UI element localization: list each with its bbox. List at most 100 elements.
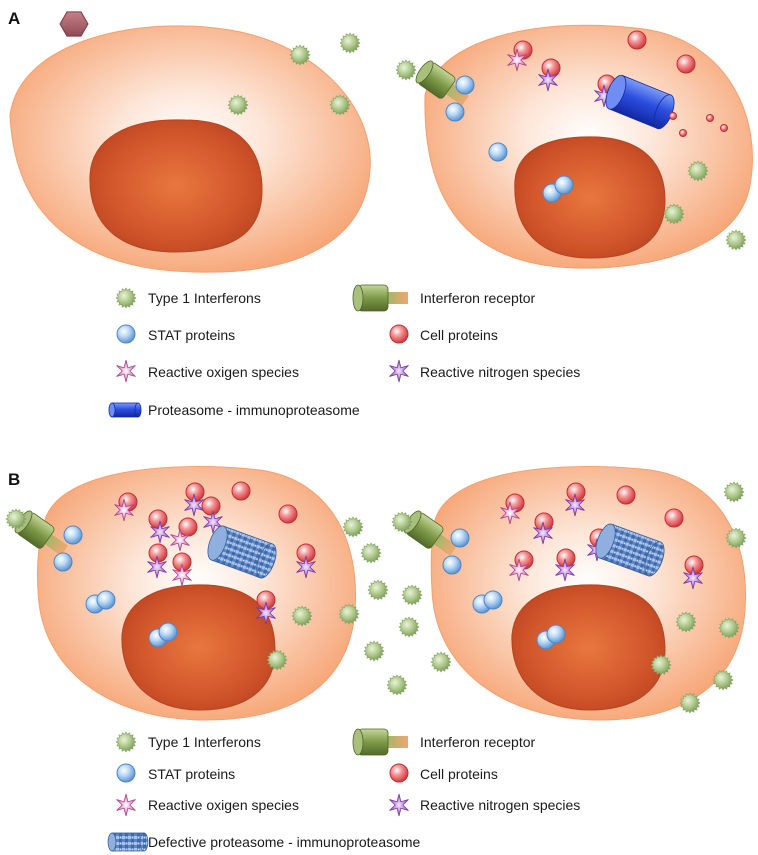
interferon-icon <box>266 649 288 671</box>
legend-b-receptor-label: Interferon receptor <box>420 734 536 750</box>
cell-protein-fragment-icon <box>679 129 687 137</box>
stat-protein-icon <box>96 590 116 610</box>
legend-a-ros-label: Reactive oxigen species <box>148 364 299 380</box>
interferon-icon <box>329 94 351 116</box>
legend-a-rns-label: Reactive nitrogen species <box>420 364 581 380</box>
defective-proteasome-icon <box>207 525 277 579</box>
interferon-icon <box>395 59 417 81</box>
ros-icon <box>507 48 527 72</box>
stat-protein-icon <box>63 525 83 545</box>
rns-icon <box>533 521 553 545</box>
rns-icon <box>565 493 585 517</box>
stat-protein-icon <box>483 590 503 610</box>
stat-protein-icon <box>445 102 465 122</box>
rns-icon <box>150 520 170 544</box>
interferon-icon <box>291 605 313 627</box>
rns-icon <box>184 493 204 517</box>
legend-a-cell-proteins-label: Cell proteins <box>420 327 498 343</box>
interferon-icon <box>342 516 364 538</box>
legend-b-defective-proteasome-icon <box>107 832 149 852</box>
nucleus <box>511 584 666 711</box>
interferon-icon <box>391 511 413 533</box>
legend-icons-layer <box>107 284 409 852</box>
defective-proteasome-icon <box>595 523 665 577</box>
cells-layer <box>9 24 753 721</box>
interferon-icon <box>687 160 709 182</box>
cell-a-right <box>424 24 753 269</box>
legend-cell-protein-icon <box>389 324 409 344</box>
interferon-icon <box>289 44 311 66</box>
ros-icon <box>170 528 190 552</box>
rns-icon <box>538 68 558 92</box>
legend-rns-icon <box>389 359 409 383</box>
cell-protein-icon <box>178 517 198 537</box>
cell-a-left <box>9 25 371 273</box>
nucleus <box>514 136 666 259</box>
legend-a-proteasome-label: Proteasome - immunoproteasome <box>148 402 360 418</box>
interferon-icon <box>663 203 685 225</box>
rns-icon <box>147 555 167 579</box>
interferon-receptor-icon <box>415 60 469 106</box>
stat-protein-icon <box>158 622 178 642</box>
ros-icon <box>172 563 192 587</box>
cell-protein-icon <box>148 509 168 529</box>
cell-protein-icon <box>231 481 251 501</box>
legend-b-rns-label: Reactive nitrogen species <box>420 797 581 813</box>
rns-icon <box>203 510 223 534</box>
legend-a-interferons-label: Type 1 Interferons <box>148 290 261 306</box>
stat-protein-icon <box>488 142 508 162</box>
stat-protein-icon <box>442 555 462 575</box>
ros-icon <box>509 558 529 582</box>
rns-icon <box>555 558 575 582</box>
molecules-layer <box>5 11 747 714</box>
interferon-icon <box>725 229 747 251</box>
interferon-icon <box>338 603 360 625</box>
cell-b-right <box>430 466 747 721</box>
legend-b-cell-proteins-label: Cell proteins <box>420 766 498 782</box>
rns-icon <box>256 601 276 625</box>
interferon-icon <box>5 508 27 530</box>
interferon-icon <box>679 692 701 714</box>
interferon-icon <box>360 542 382 564</box>
cell-protein-icon <box>616 485 636 505</box>
ros-icon <box>500 501 520 525</box>
interferon-icon <box>650 654 672 676</box>
legend-b-rns-icon <box>389 793 409 817</box>
interferon-icon <box>386 674 408 696</box>
interferon-icon <box>227 94 249 116</box>
legend-b-interferon-icon <box>115 731 137 753</box>
stat-protein-icon <box>53 552 73 572</box>
interferon-icon <box>725 527 747 549</box>
legend-b-stat-icon <box>116 763 136 783</box>
stat-protein-icon <box>546 624 566 644</box>
interferon-icon <box>367 579 389 601</box>
legend-b-ros-icon <box>116 793 136 817</box>
interferon-icon <box>398 616 420 638</box>
interferon-icon <box>401 584 423 606</box>
proteasome-icon <box>605 74 675 130</box>
cell-protein-fragment-icon <box>706 114 714 122</box>
nucleus <box>89 119 263 253</box>
cell-protein-icon <box>664 508 684 528</box>
interferon-icon <box>723 481 745 503</box>
legend-b-receptor-icon <box>352 728 408 756</box>
legend-b-interferons-label: Type 1 Interferons <box>148 734 261 750</box>
virus-hexagon-icon <box>59 11 89 37</box>
stat-protein-icon <box>450 528 470 548</box>
cell-protein-icon <box>627 30 647 50</box>
legend-b-ros-label: Reactive oxigen species <box>148 797 299 813</box>
legend-stat-icon <box>116 324 136 344</box>
legend-interferon-icon <box>115 287 137 309</box>
interferon-icon <box>363 640 385 662</box>
stat-protein-icon <box>455 75 475 95</box>
legend-b-cell-protein-icon <box>389 763 409 783</box>
interferon-icon <box>712 669 734 691</box>
cell-protein-fragment-icon <box>669 112 677 120</box>
stat-protein-icon <box>554 175 574 195</box>
interferon-icon <box>675 611 697 633</box>
legend-b-stat-label: STAT proteins <box>148 766 236 782</box>
cell-protein-icon <box>676 54 696 74</box>
legend-a-stat-label: STAT proteins <box>148 327 236 343</box>
